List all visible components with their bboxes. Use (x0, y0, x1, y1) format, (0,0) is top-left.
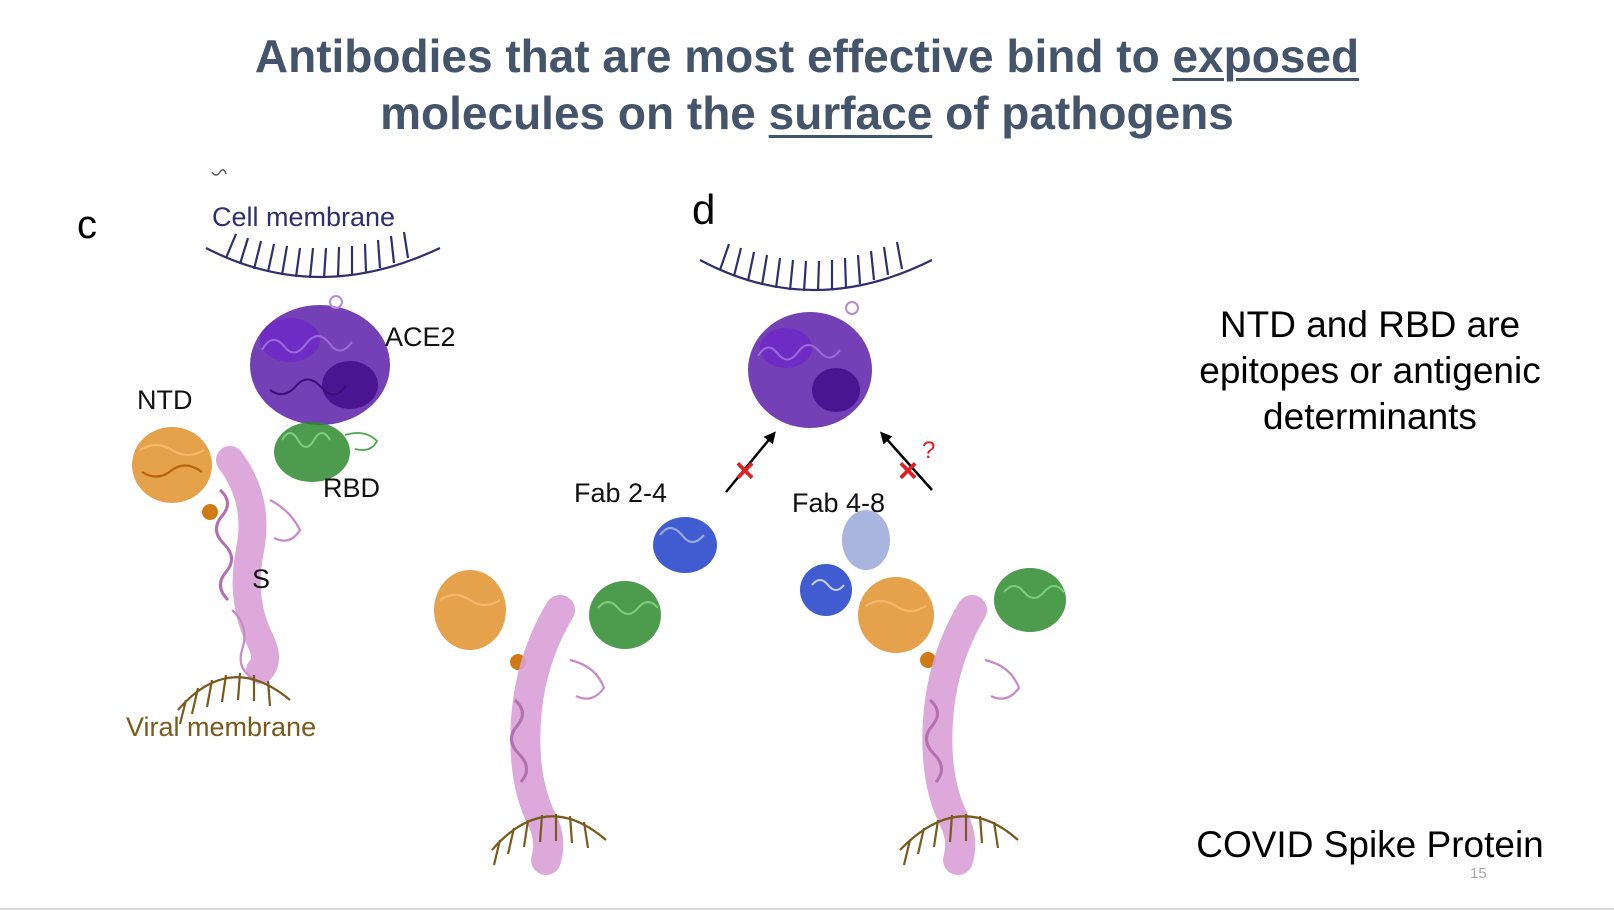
epitope-line-3: determinants (1263, 396, 1477, 437)
ace2-label: ACE2 (385, 322, 456, 352)
panel-c-label: c (77, 203, 97, 247)
epitope-line-2: epitopes or antigenic (1199, 350, 1541, 391)
title-line-2-end: of pathogens (932, 87, 1234, 139)
title-line-2: molecules on the surface of pathogens (0, 85, 1614, 142)
blocked-mark-right: × (898, 452, 918, 490)
title-line-1: Antibodies that are most effective bind … (0, 28, 1614, 85)
rbd-label: RBD (323, 473, 380, 503)
epitope-explanation: NTD and RBD are epitopes or antigenic de… (1170, 302, 1570, 440)
panel-c-squiggle (211, 169, 227, 176)
s-label: S (252, 564, 270, 594)
epitope-line-1: NTD and RBD are (1219, 304, 1521, 345)
left-spike-with-fab-icon (434, 517, 717, 875)
ntd-domain-icon (132, 427, 218, 520)
ntd-label: NTD (137, 385, 193, 415)
figure-canvas: c Cell membrane (77, 169, 1066, 875)
left-viral-membrane-icon (491, 814, 607, 866)
arrow-up-left-icon (880, 431, 933, 491)
right-viral-membrane-icon (899, 814, 1019, 866)
viral-membrane-label: Viral membrane (126, 712, 316, 742)
ace2-protein-icon (250, 295, 390, 425)
cell-membrane-icon (205, 231, 441, 279)
viral-membrane-icon (177, 672, 291, 725)
panel-d-ace2-protein-icon (748, 301, 872, 428)
panel-c: c Cell membrane (77, 169, 456, 742)
title-line-1-text: Antibodies that are most effective bind … (254, 30, 1173, 82)
panel-d: d (434, 186, 1066, 875)
rbd-domain-icon (274, 422, 379, 482)
title-line-2-text: molecules on the (380, 87, 769, 139)
fab-2-4-label: Fab 2-4 (574, 478, 667, 508)
title-underlined-exposed: exposed (1172, 30, 1360, 82)
title-underlined-surface: surface (768, 87, 933, 139)
spike-protein-figure: c Cell membrane (0, 160, 1140, 910)
arrow-up-right-icon (725, 431, 776, 493)
bottom-divider (0, 908, 1614, 910)
cell-membrane-label: Cell membrane (212, 202, 395, 232)
slide-number: 15 (1470, 865, 1487, 882)
slide-title: Antibodies that are most effective bind … (0, 28, 1614, 142)
spike-stalk-icon (215, 446, 302, 684)
figure-caption: COVID Spike Protein (1196, 824, 1544, 865)
blocked-mark-left: × (735, 452, 755, 490)
right-spike-with-fab-icon (800, 510, 1066, 875)
question-mark: ? (922, 437, 935, 464)
panel-d-cell-membrane-icon (699, 241, 933, 292)
panel-d-label: d (692, 186, 715, 233)
